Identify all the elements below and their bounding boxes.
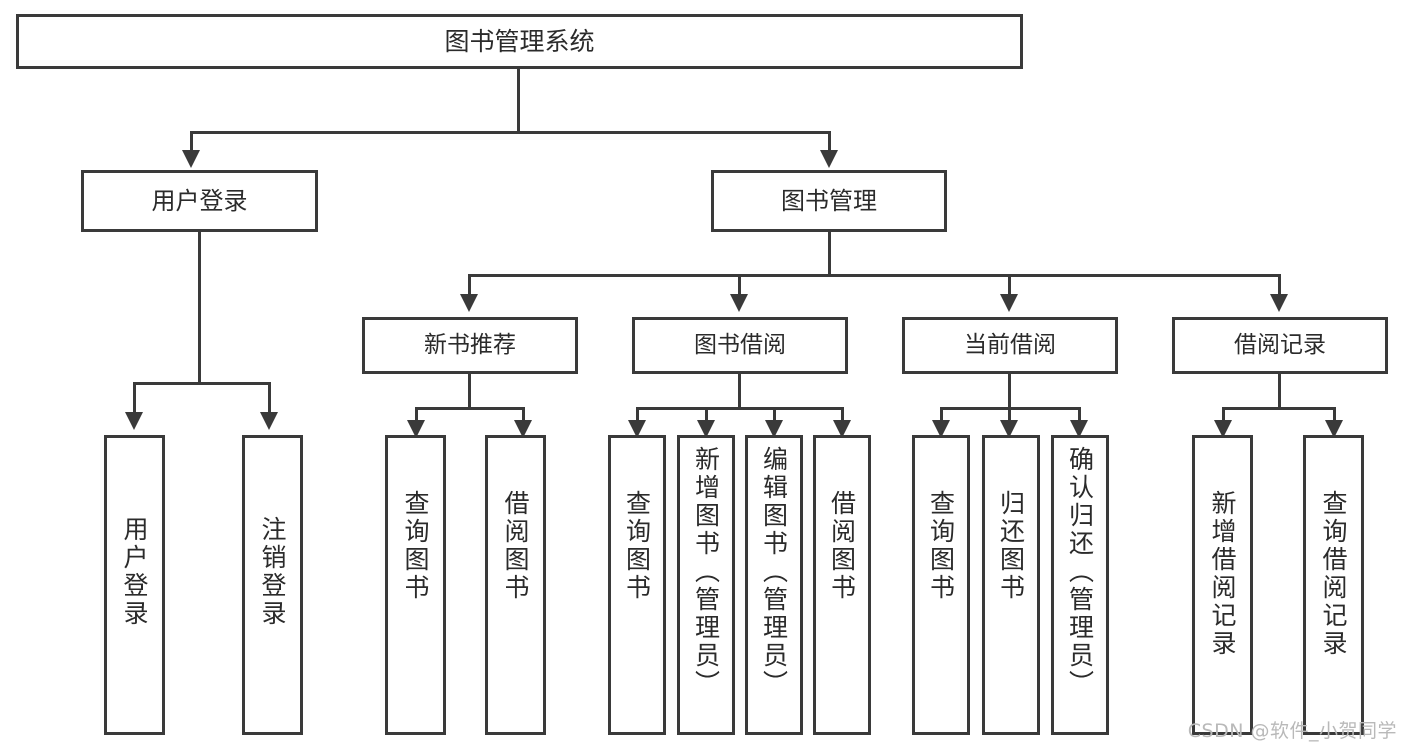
node-label: 编辑图书（管理员） (759, 446, 789, 698)
arrow-down-icon (514, 420, 532, 438)
node-label: 图书管理系统 (444, 26, 595, 56)
arrow-down-icon (833, 420, 851, 438)
arrow-down-icon (765, 420, 783, 438)
connector-cb-leaf-2 (1008, 407, 1011, 423)
node-label: 借阅图书 (827, 490, 857, 602)
connector-bb-leaf-1 (636, 407, 639, 423)
connector-nbr-leaf-2 (522, 407, 525, 423)
node-label: 新书推荐 (424, 332, 516, 359)
connector-current-borrow-down (1008, 374, 1011, 407)
arrow-down-icon (1325, 420, 1343, 438)
connector-level3-bus (468, 274, 1280, 277)
connector-bb-leaf-4 (841, 407, 844, 423)
node-label: 查询借阅记录 (1319, 490, 1348, 658)
node-new-book-recommend[interactable]: 新书推荐 (362, 317, 578, 374)
node-label: 归还图书 (996, 490, 1026, 602)
connector-user-login-down (198, 232, 201, 382)
arrow-down-icon (182, 150, 200, 168)
connector-root-down (517, 69, 520, 131)
node-label: 新增图书（管理员） (691, 446, 721, 698)
connector-user-login-leaf-1 (133, 382, 136, 414)
node-label: 查询图书 (401, 490, 430, 602)
connector-user-login-bus (133, 382, 270, 385)
connector-bb-leaf-2 (705, 407, 708, 423)
arrow-down-icon (1270, 294, 1288, 312)
arrow-down-icon (1070, 420, 1088, 438)
connector-bb-leaf-3 (773, 407, 776, 423)
arrow-down-icon (1214, 420, 1232, 438)
leaf-query-book-recommend[interactable]: 查询图书 (385, 435, 446, 735)
leaf-return-book[interactable]: 归还图书 (982, 435, 1040, 735)
connector-user-login-leaf-2 (268, 382, 271, 414)
node-label: 借阅图书 (501, 490, 530, 602)
connector-book-borrow-down (738, 374, 741, 407)
leaf-query-borrow-record[interactable]: 查询借阅记录 (1303, 435, 1364, 735)
leaf-query-book-current[interactable]: 查询图书 (912, 435, 970, 735)
node-label: 用户登录 (120, 516, 149, 628)
arrow-down-icon (628, 420, 646, 438)
node-label: 新增借阅记录 (1208, 490, 1237, 658)
connector-cb-leaf-3 (1078, 407, 1081, 423)
node-label: 图书借阅 (694, 332, 786, 359)
connector-cb-leaf-1 (940, 407, 943, 423)
connector-to-current-borrow (1008, 274, 1011, 298)
node-label: 查询图书 (926, 490, 956, 602)
connector-to-new-book-recommend (468, 274, 471, 298)
node-label: 用户登录 (151, 187, 248, 215)
connector-root-bus (190, 131, 831, 134)
connector-root-to-user-login (190, 131, 193, 157)
arrow-down-icon (1000, 420, 1018, 438)
connector-to-book-borrow (738, 274, 741, 298)
leaf-user-login[interactable]: 用户登录 (104, 435, 165, 735)
connector-br-leaf-1 (1222, 407, 1225, 423)
connector-new-book-recommend-bus (415, 407, 525, 410)
arrow-down-icon (1000, 294, 1018, 312)
node-borrow-record[interactable]: 借阅记录 (1172, 317, 1388, 374)
node-book-management[interactable]: 图书管理 (711, 170, 947, 232)
leaf-query-book-borrow[interactable]: 查询图书 (608, 435, 666, 735)
connector-borrow-record-down (1278, 374, 1281, 407)
arrow-down-icon (730, 294, 748, 312)
connector-borrow-record-bus (1222, 407, 1336, 410)
node-label: 图书管理 (781, 187, 877, 215)
leaf-logout[interactable]: 注销登录 (242, 435, 303, 735)
node-root-book-management-system[interactable]: 图书管理系统 (16, 14, 1023, 69)
node-label: 查询图书 (622, 490, 652, 602)
node-user-login[interactable]: 用户登录 (81, 170, 318, 232)
leaf-borrow-book[interactable]: 借阅图书 (813, 435, 871, 735)
leaf-add-book-admin[interactable]: 新增图书（管理员） (677, 435, 735, 735)
connector-to-borrow-record (1278, 274, 1281, 298)
leaf-borrow-book-recommend[interactable]: 借阅图书 (485, 435, 546, 735)
leaf-confirm-return-admin[interactable]: 确认归还（管理员） (1051, 435, 1109, 735)
node-label: 当前借阅 (964, 332, 1056, 359)
arrow-down-icon (932, 420, 950, 438)
connector-new-book-recommend-down (468, 374, 471, 407)
connector-book-management-down (828, 232, 831, 274)
arrow-down-icon (260, 412, 278, 430)
connector-nbr-leaf-1 (415, 407, 418, 423)
connector-root-to-book-management (828, 131, 831, 157)
node-label: 确认归还（管理员） (1065, 446, 1095, 698)
arrow-down-icon (407, 420, 425, 438)
arrow-down-icon (125, 412, 143, 430)
arrow-down-icon (697, 420, 715, 438)
node-label: 注销登录 (258, 516, 287, 628)
arrow-down-icon (460, 294, 478, 312)
connector-br-leaf-2 (1333, 407, 1336, 423)
connector-book-borrow-bus (636, 407, 844, 410)
arrow-down-icon (820, 150, 838, 168)
node-label: 借阅记录 (1234, 332, 1326, 359)
leaf-edit-book-admin[interactable]: 编辑图书（管理员） (745, 435, 803, 735)
leaf-add-borrow-record[interactable]: 新增借阅记录 (1192, 435, 1253, 735)
node-current-borrow[interactable]: 当前借阅 (902, 317, 1118, 374)
node-book-borrow[interactable]: 图书借阅 (632, 317, 848, 374)
